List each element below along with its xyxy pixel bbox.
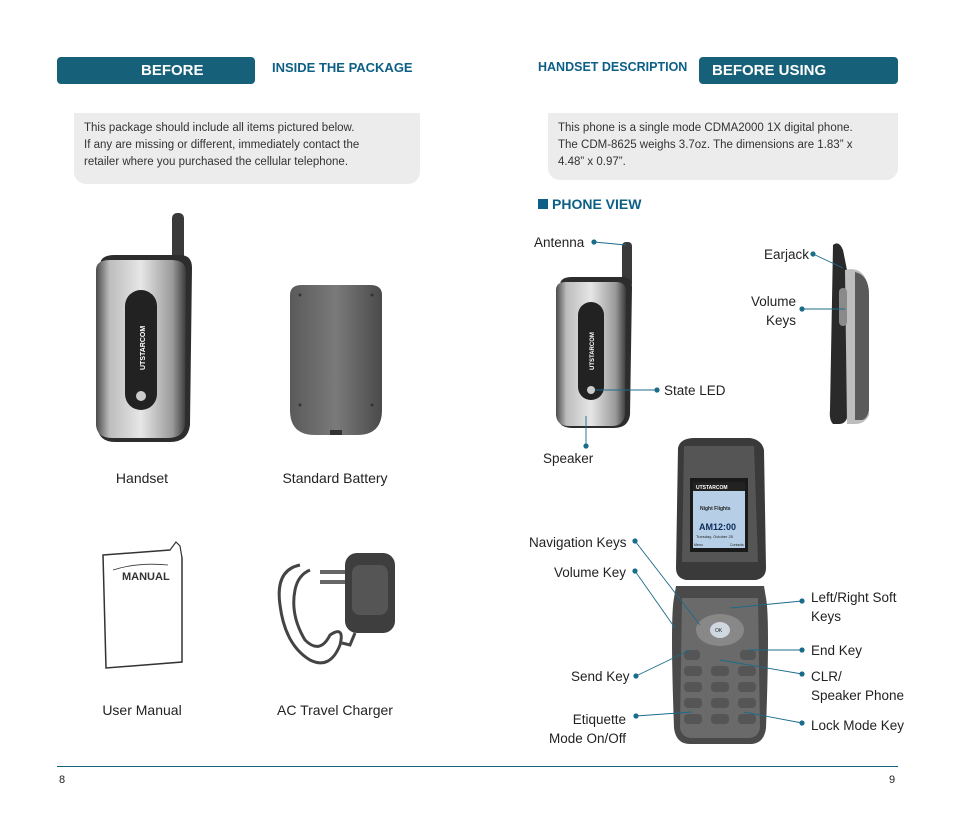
label-earjack: Earjack	[764, 247, 810, 262]
phone-brand-label: UTSTARCOM	[590, 332, 596, 370]
handset-image: UTSTARCOM	[96, 213, 192, 442]
manual-cover-text: MANUAL	[122, 571, 170, 583]
screen-brand: UTSTARCOM	[696, 485, 728, 491]
handset-intro-box: This phone is a single mode CDMA2000 1X …	[548, 113, 898, 180]
intro-line: This phone is a single mode CDMA2000 1X …	[558, 122, 853, 134]
label-clr-line: CLR/	[811, 669, 842, 684]
section-banner-left-text: BEFORE USING	[141, 62, 204, 106]
ok-key-label: OK	[715, 628, 723, 634]
label-etiquette-line: Etiquette	[572, 712, 626, 727]
label-soft-keys-line: Left/Right Soft	[811, 590, 897, 605]
intro-line: The CDM-8625 weighs 3.7oz. The dimension…	[558, 139, 853, 151]
leader-dot	[632, 538, 638, 544]
leader-dot	[633, 673, 639, 679]
label-etiquette-mode: Etiquette Mode On/Off	[536, 710, 626, 748]
footer-rule-right	[477, 766, 898, 767]
phone-side-view-image	[829, 243, 869, 424]
leader-dot	[633, 713, 639, 719]
leader-dot	[810, 251, 816, 257]
leader-dot	[799, 598, 805, 604]
phone-view-title: PHONE VIEW	[552, 196, 642, 212]
user-manual-image: MANUAL	[102, 541, 183, 669]
section-banner-left: BEFORE USING	[57, 57, 255, 106]
phone-front-closed-image: UTSTARCOM	[556, 242, 632, 428]
label-navigation-keys: Navigation Keys	[529, 535, 627, 550]
label-speaker: Speaker	[543, 451, 594, 466]
label-soft-keys-line: Keys	[811, 609, 842, 624]
caption-user-manual: User Manual	[102, 702, 182, 718]
section-title-handset-description: HANDSET DESCRIPTION	[538, 60, 688, 74]
ac-charger-image	[277, 553, 395, 665]
label-clr-line: Speaker Phone	[811, 688, 905, 703]
label-antenna: Antenna	[534, 235, 585, 250]
leader-dot	[799, 647, 805, 653]
square-bullet-icon	[538, 199, 548, 209]
section-banner-right: BEFORE USING	[699, 57, 898, 84]
screen-soft-right: Contacts	[730, 543, 744, 547]
leader-dot	[632, 568, 638, 574]
package-intro-box: This package should include all items pi…	[74, 113, 420, 184]
intro-line: retailer where you purchased the cellula…	[84, 156, 349, 168]
page-number-left: 8	[59, 774, 66, 786]
screen-date: Tuesday, October 25	[696, 534, 734, 539]
label-end-key: End Key	[811, 643, 863, 658]
screen-soft-left: Menu	[694, 543, 703, 547]
intro-line: 4.48” x 0.97”.	[558, 156, 626, 168]
battery-image	[290, 285, 382, 435]
label-lock-mode-key: Lock Mode Key	[811, 718, 905, 733]
phone-view-heading: PHONE VIEW	[538, 196, 641, 212]
leader-dot	[799, 671, 805, 677]
leader-dot	[583, 443, 589, 449]
leader-volume-key	[634, 570, 676, 629]
caption-handset: Handset	[115, 470, 169, 486]
caption-standard-battery: Standard Battery	[282, 470, 388, 486]
leader-dot	[654, 387, 660, 393]
label-volume-keys-line: Volume	[750, 294, 796, 309]
label-soft-keys: Left/Right Soft Keys	[811, 588, 897, 626]
label-state-led: State LED	[664, 383, 726, 398]
handset-brand-label: UTSTARCOM	[140, 326, 147, 370]
screen-time: AM12:00	[699, 522, 736, 532]
phone-open-image: UTSTARCOM Night Flights AM12:00 Tuesday,…	[672, 438, 768, 744]
leader-dot	[799, 306, 805, 312]
label-volume-keys-line: Keys	[765, 313, 796, 328]
caption-ac-travel-charger: AC Travel Charger	[277, 702, 393, 718]
screen-line1: Night Flights	[700, 506, 731, 512]
section-banner-right-text: BEFORE USING	[712, 62, 827, 79]
intro-line: This package should include all items pi…	[84, 122, 355, 134]
label-volume-keys: Volume Keys	[740, 292, 796, 330]
label-clr-speaker: CLR/ Speaker Phone	[811, 667, 904, 705]
intro-line: If any are missing or different, immedia…	[84, 139, 360, 151]
page-number-right: 9	[889, 774, 896, 786]
section-title-inside-package: INSIDE THE PACKAGE	[272, 60, 413, 75]
footer-rule-left	[57, 766, 477, 767]
leader-dot	[799, 720, 805, 726]
label-send-key: Send Key	[571, 669, 630, 684]
label-volume-key: Volume Key	[554, 565, 627, 580]
label-etiquette-line: Mode On/Off	[548, 731, 626, 746]
